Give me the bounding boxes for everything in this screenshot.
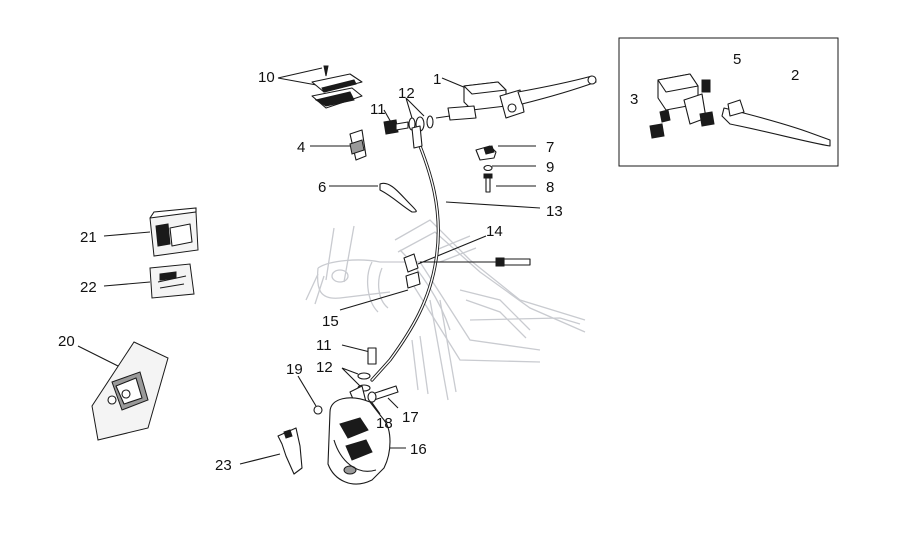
callout-17: 17: [402, 409, 419, 426]
callout-9: 9: [546, 159, 554, 176]
reservoir-cap-part: [311, 65, 363, 109]
frame-outline: [305, 219, 586, 401]
callout-19: 19: [286, 361, 303, 378]
callout-8: 8: [546, 179, 554, 196]
bracket-part: [277, 427, 303, 475]
callout-11-top: 11: [370, 101, 386, 118]
banjo-bolt-top: [383, 115, 434, 135]
callout-20: 20: [58, 333, 75, 350]
callout-15: 15: [322, 313, 339, 330]
leader-20: [77, 345, 123, 369]
hose-guide-part: [403, 253, 531, 289]
callout-13: 13: [546, 203, 563, 220]
callout-22: 22: [80, 279, 97, 296]
callout-12-top: 12: [398, 85, 415, 102]
callout-1: 1: [433, 71, 441, 88]
brake-caliper-part: [327, 397, 391, 485]
leader-12-bot: [341, 367, 361, 387]
leader-17: [387, 397, 399, 409]
pad-kit-bag-22: [149, 263, 195, 299]
hose-cap-part: [349, 129, 367, 161]
callout-14: 14: [486, 223, 503, 240]
callout-4: 4: [297, 139, 305, 156]
leader-15: [339, 289, 409, 311]
callout-7: 7: [546, 139, 554, 156]
master-cylinder-part: [435, 75, 597, 121]
washer-19-part: [313, 405, 323, 415]
leader-1: [441, 77, 467, 89]
caliper-bolt-part: [367, 385, 399, 403]
leader-12-top: [405, 97, 425, 119]
brake-hose-part: [370, 125, 440, 382]
leader-22: [103, 281, 151, 287]
callout-2: 2: [791, 67, 799, 84]
callout-10: 10: [258, 69, 275, 86]
leader-19: [297, 375, 317, 407]
leader-11-bot: [341, 344, 371, 353]
leader-23: [239, 453, 281, 465]
callout-21: 21: [80, 229, 97, 246]
callout-23: 23: [215, 457, 232, 474]
leader-14: [417, 235, 487, 265]
leader-13: [445, 201, 541, 209]
brake-pads-bag-20: [91, 341, 169, 441]
leader-21: [103, 231, 151, 237]
callout-labels: 1 2 3 4 5 6 7 8 9 10 11 11 12 12 13 14 1…: [58, 51, 799, 474]
callout-6: 6: [318, 179, 326, 196]
callout-11-bottom: 11: [316, 337, 332, 354]
callout-12-bottom: 12: [316, 359, 333, 376]
ring-clip-part: [379, 182, 417, 213]
callout-5: 5: [733, 51, 741, 68]
pad-kit-bag-21: [149, 207, 199, 257]
callout-18: 18: [376, 415, 393, 432]
callout-16: 16: [410, 441, 427, 458]
switch-assembly-part: [475, 145, 497, 193]
callout-3: 3: [630, 91, 638, 108]
inset-panel: [618, 37, 839, 167]
